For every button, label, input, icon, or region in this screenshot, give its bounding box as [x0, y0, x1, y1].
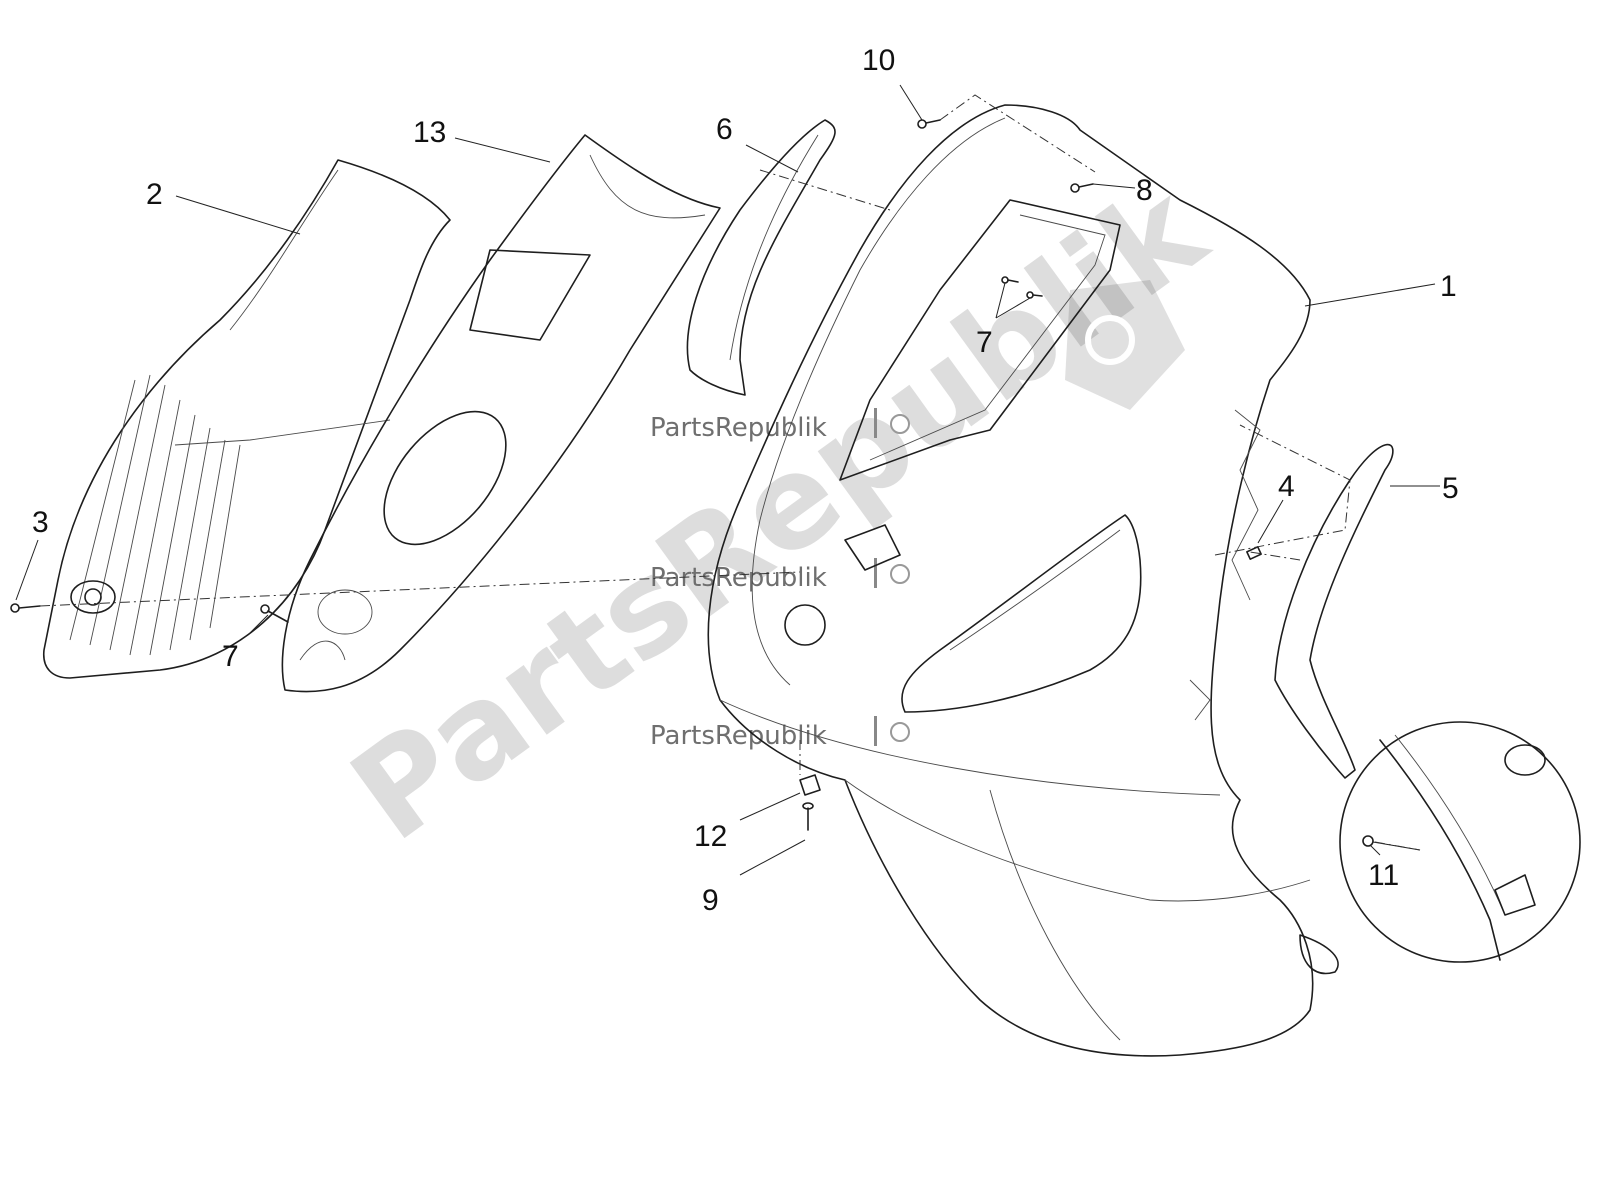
part-1-front-shield — [707, 104, 1339, 1057]
callout-13: 13 — [413, 116, 446, 149]
part-13-inner-frame — [281, 134, 721, 693]
watermark-small-gear-icon — [874, 408, 910, 438]
part-5-right-trim — [1274, 443, 1394, 779]
callout-1: 1 — [1440, 270, 1457, 303]
watermark-small-gear-icon — [874, 716, 910, 746]
alignment-lines — [39, 94, 1421, 851]
part-6-left-trim — [686, 119, 836, 396]
watermark-small-text: PartsRepublik — [650, 721, 827, 751]
watermark-small-text: PartsRepublik — [650, 563, 827, 593]
screw-7-left-icon — [260, 604, 289, 623]
callout-11: 11 — [1368, 859, 1399, 892]
detail-inset-circle — [1339, 721, 1581, 963]
screw-10-icon — [917, 119, 941, 129]
callout-9: 9 — [702, 884, 719, 917]
fasteners — [10, 119, 1262, 831]
callout-4: 4 — [1278, 470, 1295, 503]
watermark-small-text: PartsRepublik — [650, 413, 827, 443]
callout-3: 3 — [32, 506, 49, 539]
watermark-gear-icon — [1065, 280, 1185, 410]
watermark-small-2: PartsRepublik — [650, 558, 910, 593]
watermark-small-3: PartsRepublik — [650, 716, 910, 751]
callout-5: 5 — [1442, 472, 1459, 505]
clip-12-icon — [799, 774, 821, 796]
callout-10: 10 — [862, 44, 895, 77]
watermark-small-1: PartsRepublik — [650, 408, 910, 443]
part-2-grille-cover — [43, 159, 451, 679]
screw-9-icon — [802, 802, 814, 831]
clip-4-icon — [1246, 546, 1262, 560]
callout-6: 6 — [716, 113, 733, 146]
screw-8-icon — [1070, 183, 1094, 193]
watermark-small-gear-icon — [874, 558, 910, 588]
screw-3-icon — [10, 603, 41, 613]
leader-lines — [15, 84, 1440, 876]
callout-7-center: 7 — [976, 326, 993, 359]
callout-12: 12 — [694, 820, 727, 853]
callout-2: 2 — [146, 178, 163, 211]
callout-labels: 1 2 3 4 5 6 7 7 8 9 10 11 12 13 — [32, 44, 1459, 917]
callout-7-left: 7 — [222, 640, 239, 673]
callout-8: 8 — [1136, 174, 1153, 207]
